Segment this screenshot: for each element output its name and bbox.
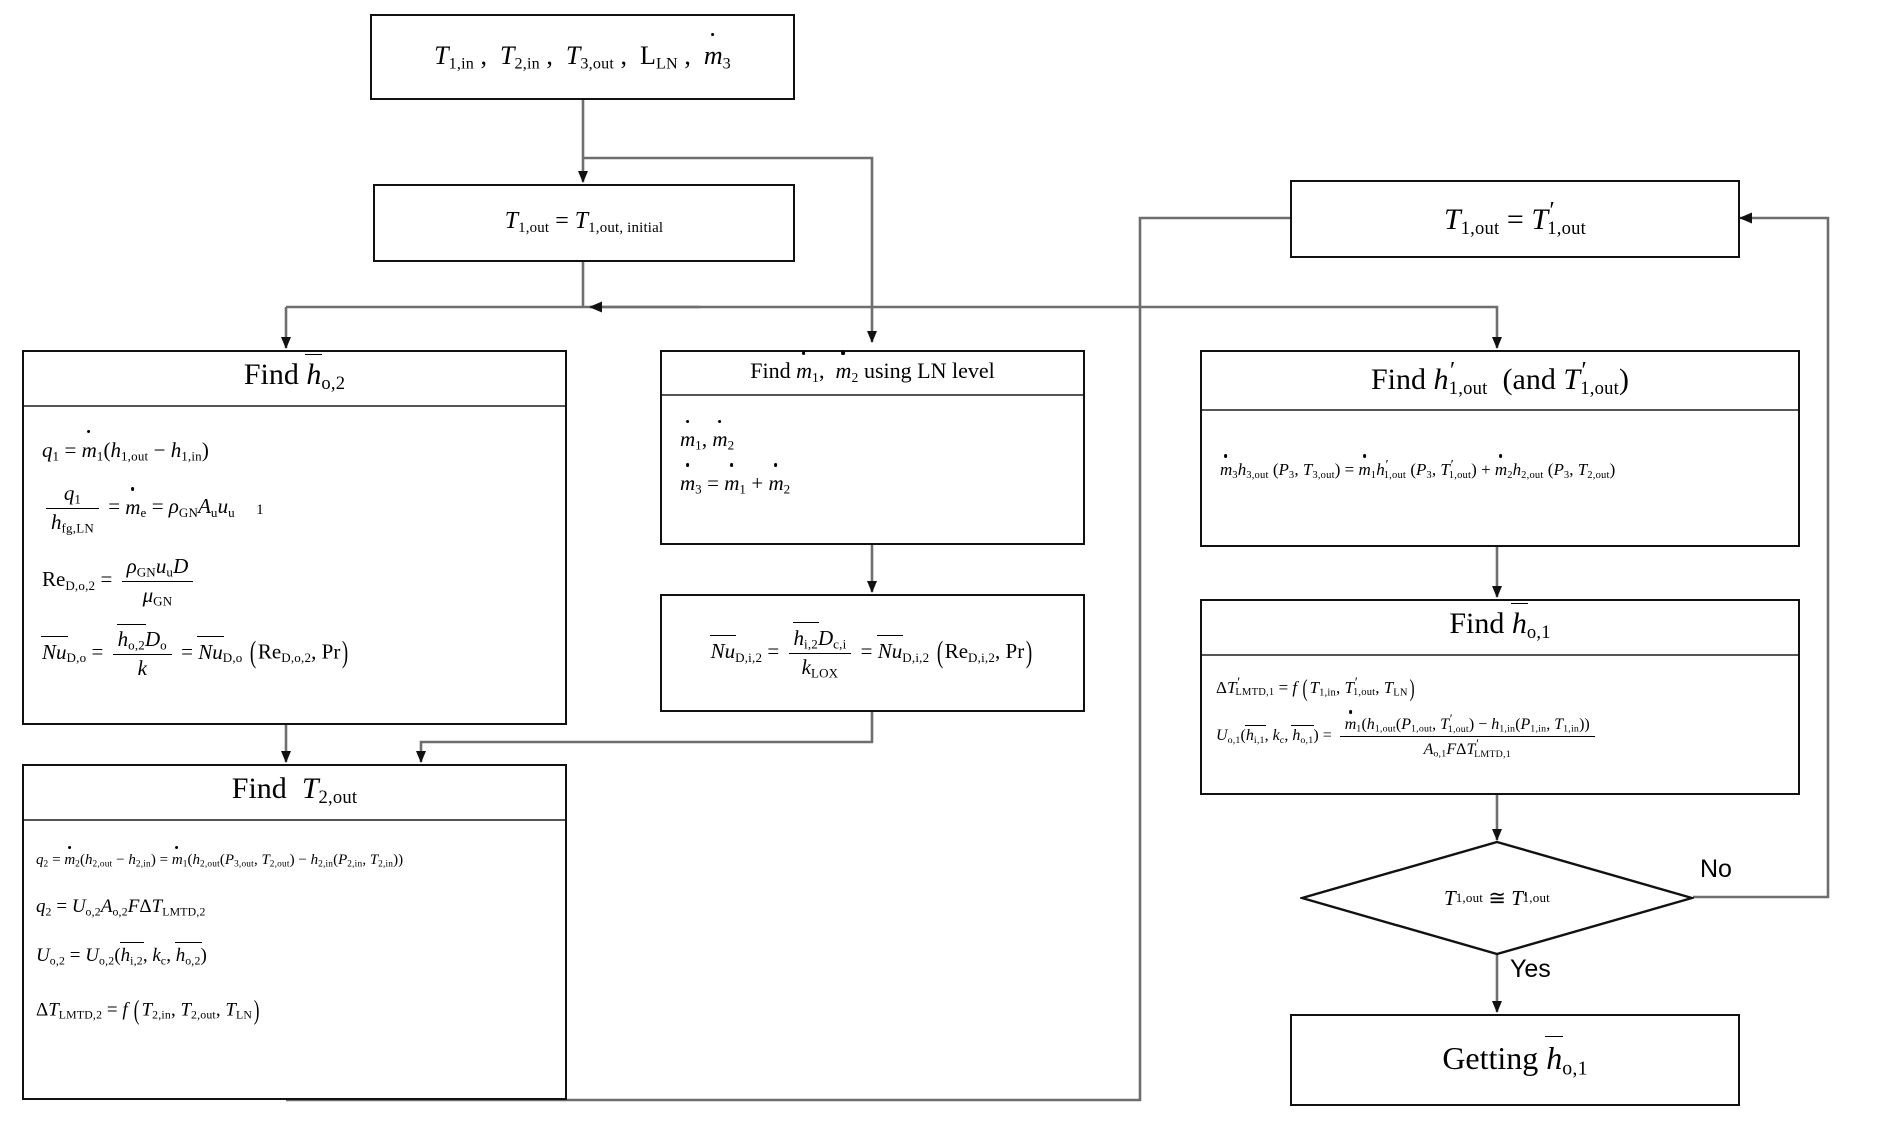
equation-q2-enthalpy: q2 = m2(h2,out − h2,in) = m1(h2,out(P3,o…: [36, 851, 404, 870]
edge-label-no: No: [1700, 855, 1732, 883]
node-result[interactable]: Getting ho,1: [1290, 1014, 1740, 1106]
equation-uo2: Uo,2 = Uo,2(hi,2, kc, ho,2): [36, 941, 207, 968]
edge-bus-to-findh1out: [1140, 305, 1502, 349]
equation-lmtd2: ΔTLMTD,2 = f (T2,in, T2,out, TLN): [36, 993, 260, 1025]
find-h1out-body: m3h3,out (P3, T3,out) = m1h′1,out (P3, T…: [1202, 411, 1798, 512]
find-m12-header: Find m1, m2 using LN level: [662, 352, 1083, 396]
find-t2out-body: q2 = m2(h2,out − h2,in) = m1(h2,out(P3,o…: [24, 821, 565, 1062]
node-find-ho1[interactable]: Find ho,1 ΔT′LMTD,1 = f (T1,in, T′1,out,…: [1200, 599, 1800, 795]
diamond-shape: [1300, 840, 1694, 956]
equation-m3-sum: m3 = m1 + m2: [680, 470, 791, 497]
node-inputs[interactable]: T1,in , T2,in , T3,out , LLN , m3: [370, 14, 795, 100]
inputs-expression: T1,in , T2,in , T3,out , LLN , m3: [434, 40, 731, 73]
edge-decision-no-loop: [1693, 212, 1830, 899]
node-find-h1out[interactable]: Find h′1,out (and T′1,out) m3h3,out (P3,…: [1200, 350, 1800, 547]
find-ho1-header: Find ho,1: [1202, 601, 1798, 656]
edge-label-yes: Yes: [1510, 955, 1551, 983]
equation-energy-balance: m3h3,out (P3, T3,out) = m1h′1,out (P3, T…: [1220, 457, 1616, 482]
update-expression: T1,out = T′1,out: [1444, 198, 1586, 240]
result-expression: Getting ho,1: [1442, 1035, 1588, 1080]
node-update-t1out[interactable]: T1,out = T′1,out: [1290, 180, 1740, 258]
find-ho1-body: ΔT′LMTD,1 = f (T1,in, T′1,out, TLN) Uo,1…: [1202, 656, 1798, 778]
edge-updatebox-left-out: [1138, 216, 1290, 307]
node-find-t2out[interactable]: Find T2,out q2 = m2(h2,out − h2,in) = m1…: [22, 764, 567, 1100]
equation-lmtd1: ΔT′LMTD,1 = f (T1,in, T′1,out, TLN): [1216, 674, 1415, 702]
node-find-m1-m2[interactable]: Find m1, m2 using LN level m1, m2 m3 = m…: [660, 350, 1085, 545]
init-expression: T1,out = T1,out, initial: [504, 208, 664, 237]
node-init-t1out[interactable]: T1,out = T1,out, initial: [373, 184, 795, 262]
find-m12-body: m1, m2 m3 = m1 + m2: [662, 396, 1083, 528]
find-ho2-header: Find ho,2: [24, 352, 565, 407]
find-t2out-header: Find T2,out: [24, 766, 565, 821]
find-h1out-header: Find h′1,out (and T′1,out): [1202, 352, 1798, 412]
equation-q2-ua: q2 = Uo,2Ao,2FΔTLMTD,2: [36, 895, 206, 919]
equation-m1-m2: m1, m2: [680, 426, 735, 453]
equation-uo1: Uo,1(hi,1, kc, ho,1) = m1(h1,out(P1,out,…: [1216, 712, 1784, 761]
equation-q1: q1 = m1(h1,out − h1,in): [42, 437, 209, 464]
